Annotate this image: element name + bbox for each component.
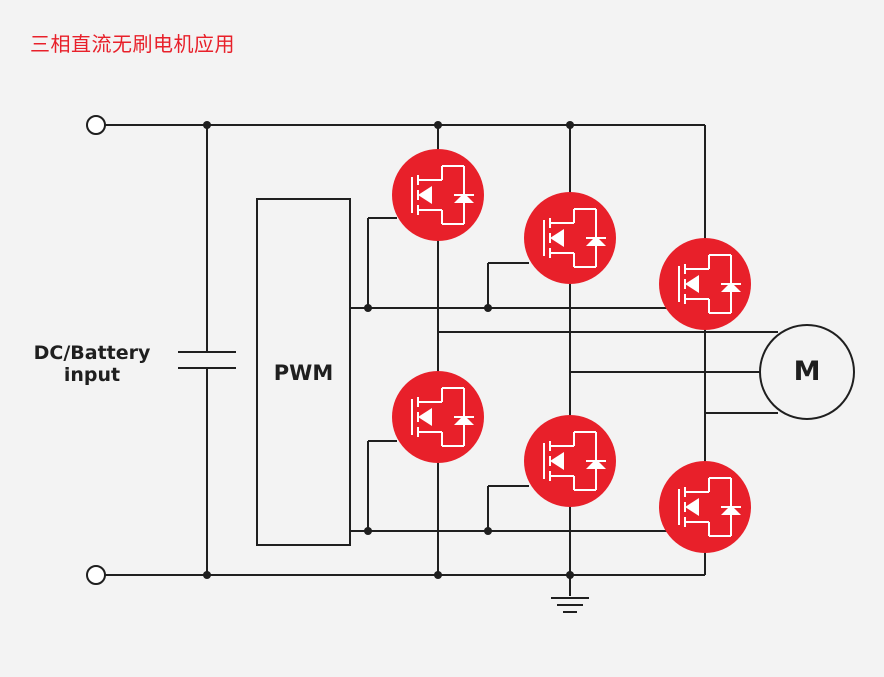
mosfet-low-phase-b (523, 414, 617, 508)
negative-terminal (86, 565, 106, 585)
diagram-title: 三相直流无刷电机应用 (30, 32, 235, 56)
input-label-line1: DC/Battery (33, 342, 151, 364)
dc-battery-input-label: DC/Battery input (14, 342, 170, 386)
mosfet-high-phase-b (523, 191, 617, 285)
input-label-line2: input (63, 364, 121, 386)
mosfet-high-phase-a (391, 148, 485, 242)
mosfet-low-phase-a (391, 370, 485, 464)
positive-terminal (86, 115, 106, 135)
pwm-label: PWM (273, 361, 334, 385)
motor-label: M (793, 356, 821, 387)
mosfet-high-phase-c (658, 237, 752, 331)
mosfet-low-phase-c (658, 460, 752, 554)
